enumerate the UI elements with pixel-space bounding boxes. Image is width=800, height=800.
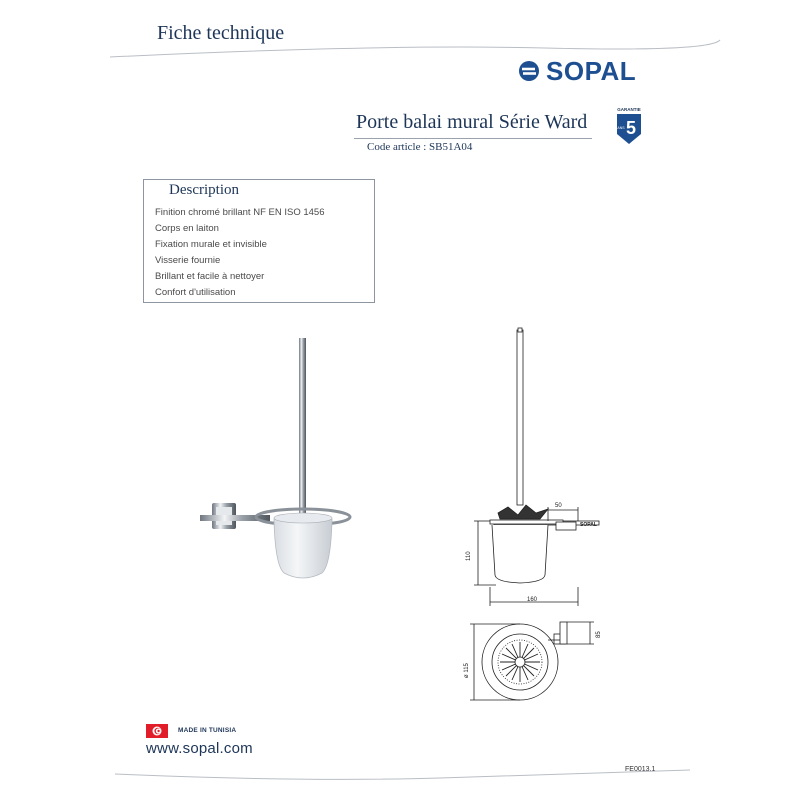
product-photo [200,338,352,579]
product-code: Code article : SB51A04 [367,141,473,153]
description-item: Visserie fournie [155,255,221,266]
sopal-logo-icon [519,61,539,81]
dim-total-width: 160 [527,597,538,603]
brand-wordmark: SOPAL [546,55,637,86]
warranty-badge-icon: GARANTIE 5 ANS [617,107,641,144]
dim-height: 110 [466,551,472,561]
description-title: Description [169,182,239,198]
dim-depth: 85 [596,631,602,638]
dim-diameter: ø 115 [464,662,470,678]
warranty-unit: ANS [617,126,625,130]
technical-drawing-side: SOPAL 50 110 160 [466,327,600,606]
brand-logo: SOPAL [518,56,636,86]
product-title: Porte balai mural Série Ward [356,111,588,133]
dim-width-holder: 50 [555,503,562,509]
description-box: Description Finition chromé brillant NF … [143,179,375,303]
description-item: Finition chromé brillant NF EN ISO 1456 [155,207,325,218]
description-item: Corps en laiton [155,223,219,234]
website-link[interactable]: www.sopal.com [146,740,253,757]
warranty-label: GARANTIE [617,107,641,112]
title-divider [354,138,592,139]
tunisia-flag-icon [146,724,168,738]
description-item: Brillant et facile à nettoyer [155,271,265,282]
page-title: Fiche technique [157,22,285,44]
description-list: Finition chromé brillant NF EN ISO 1456 … [155,205,324,301]
drawing-brand-mark: SOPAL [580,522,597,528]
description-item: Fixation murale et invisible [155,239,267,250]
made-in-label: MADE IN TUNISIA [178,727,237,734]
description-item: Confort d'utilisation [155,287,236,298]
warranty-years: 5 [626,118,636,138]
document-reference: FE0013.1 [625,766,656,773]
technical-drawing-top: 85 ø 115 [464,621,602,701]
